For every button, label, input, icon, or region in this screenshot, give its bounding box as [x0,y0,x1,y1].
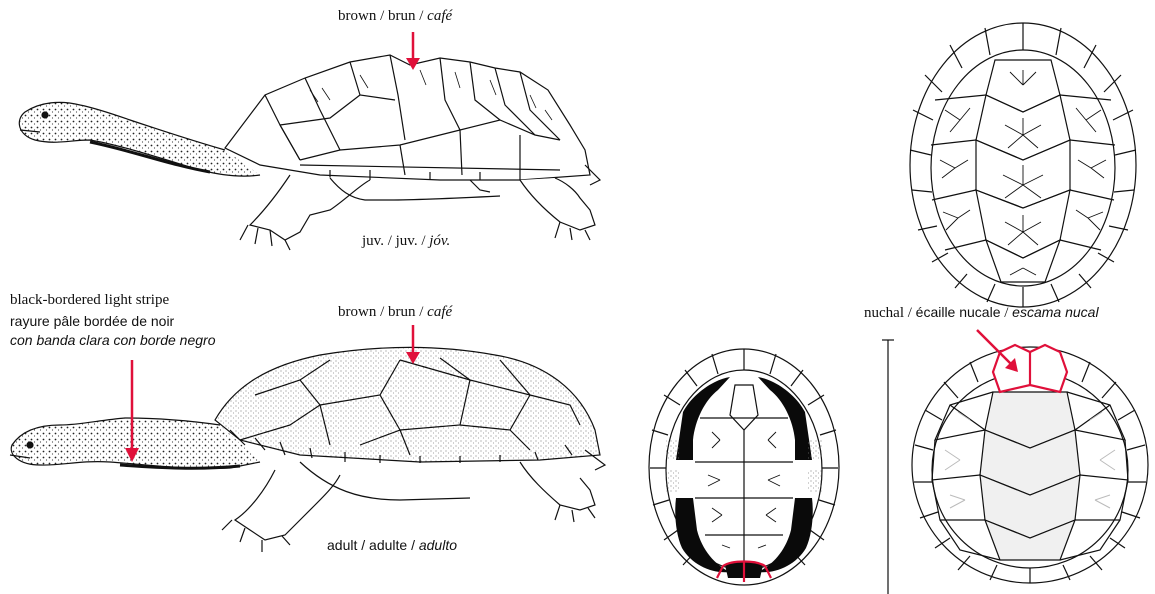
label-es: café [427,304,452,320]
label-es: escama nucal [1012,304,1098,320]
label-en: nuchal [864,305,904,321]
label-fr: adulte [369,537,407,553]
adult-color-label: brown / brun / café [338,304,452,321]
label-es: café [427,8,452,24]
label-es: con banda clara con borde negro [10,332,215,348]
adult-turtle-side-view [10,348,605,553]
label-en: brown [338,8,376,24]
juvenile-carapace-top-view [910,23,1136,307]
label-fr: brun [388,304,416,320]
label-en: brown [338,304,376,320]
label-fr: écaille nucale [916,304,1001,320]
plastron-ventral-view [649,349,839,585]
label-fr: brun [388,8,416,24]
juvenile-color-label: brown / brun / café [338,8,452,25]
stripe-label: black-bordered light stripe rayure pâle … [10,292,215,348]
adult-age-label: adult / adulte / adulto [327,537,457,553]
label-en: adult [327,537,357,553]
adult-carapace-top-view [912,345,1148,583]
label-es: adulto [419,537,457,553]
label-es: jóv. [429,233,450,249]
label-en: black-bordered light stripe [10,292,215,309]
label-fr: juv. [396,233,418,249]
nuchal-label: nuchal / écaille nucale / escama nucal [864,304,1099,322]
juvenile-age-label: juv. / juv. / jóv. [362,233,450,250]
juvenile-turtle-side-view [19,55,600,250]
label-en: juv. [362,233,384,249]
label-fr: rayure pâle bordée de noir [10,313,215,329]
